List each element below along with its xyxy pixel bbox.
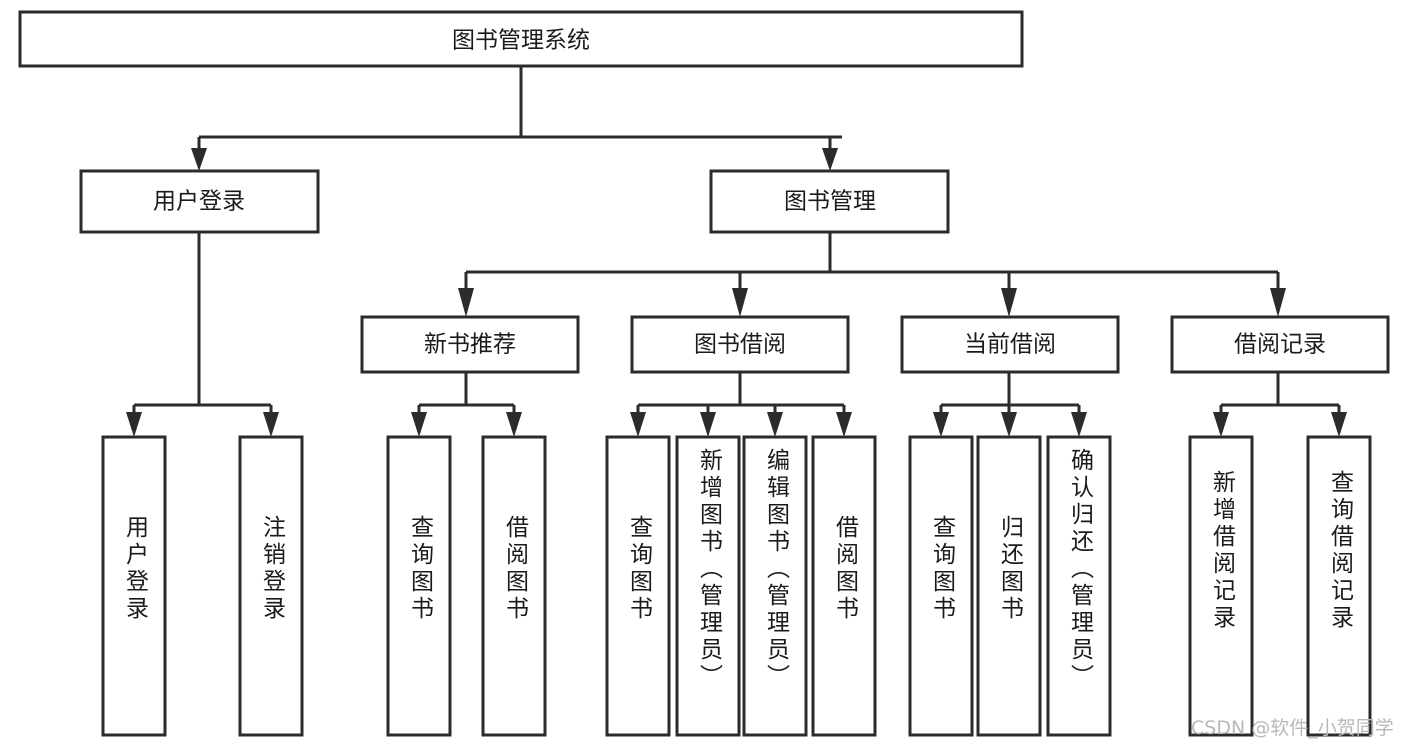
leaf-query-book-3-box[interactable] [908,435,974,737]
arrowhead-new-book-rec [458,288,474,317]
node-new-book-rec[interactable]: 新书推荐 [360,315,580,374]
node-current-borrow[interactable]: 当前借阅 [900,315,1120,374]
connector-bookborrow-to-leaves [630,372,852,437]
arrowhead-leaf-borrow-book-2 [836,412,852,437]
node-book-borrow-label: 图书借阅 [694,332,786,358]
node-borrow-record-box[interactable] [1170,315,1390,374]
leaf-logout[interactable]: 注销登录 [238,435,304,737]
leaf-add-record[interactable]: 新增借阅记录 [1188,435,1254,737]
leaf-query-book-3[interactable]: 查询图书 [908,435,974,737]
node-current-borrow-box[interactable] [900,315,1120,374]
node-root-label: 图书管理系统 [452,28,590,54]
leaf-query-book-1[interactable]: 查询图书 [386,435,452,737]
arrowhead-current-borrow [1001,288,1017,317]
leaf-edit-book-box[interactable] [742,435,808,737]
node-new-book-rec-box[interactable] [360,315,580,374]
arrowhead-leaf-query-book-1 [411,412,427,437]
connector-borrowrecord-to-leaves [1213,372,1347,437]
arrowhead-leaf-query-book-3 [933,412,949,437]
node-book-manage[interactable]: 图书管理 [709,169,950,234]
arrowhead-leaf-borrow-book-1 [506,412,522,437]
leaf-query-record-box[interactable] [1306,435,1372,737]
node-borrow-record[interactable]: 借阅记录 [1170,315,1390,374]
arrowhead-leaf-add-record [1213,412,1229,437]
arrowhead-borrow-record [1270,288,1286,317]
leaf-return-book[interactable]: 归还图书 [976,435,1042,737]
connector-currentborrow-to-leaves [933,372,1087,437]
node-root[interactable]: 图书管理系统 [18,10,1024,68]
leaf-query-book-2-label: 查询图书 [626,515,654,623]
leaf-borrow-book-1[interactable]: 借阅图书 [481,435,547,737]
node-user-login-box[interactable] [79,169,320,234]
node-book-manage-label: 图书管理 [784,189,876,215]
arrowhead-book-manage [822,148,838,171]
leaf-borrow-book-1-label: 借阅图书 [502,515,530,623]
arrowhead-leaf-user-login [126,412,142,437]
leaf-return-book-box[interactable] [976,435,1042,737]
leaf-borrow-book-2-box[interactable] [811,435,877,737]
node-user-login-label: 用户登录 [153,189,245,215]
arrowhead-leaf-confirm-return [1071,412,1087,437]
arrowhead-leaf-logout [263,412,279,437]
arrowhead-book-borrow [732,288,748,317]
leaf-query-book-1-box[interactable] [386,435,452,737]
leaf-query-record[interactable]: 查询借阅记录 [1306,435,1372,737]
leaf-add-book-label: 新增图书（管理员） [696,448,724,691]
arrowhead-leaf-edit-book [767,412,783,437]
leaf-edit-book-label: 编辑图书（管理员） [763,448,791,691]
node-book-borrow-box[interactable] [630,315,850,374]
leaf-query-record-label: 查询借阅记录 [1327,470,1355,632]
leaf-user-login[interactable]: 用户登录 [101,435,167,737]
arrowhead-leaf-query-book-2 [630,412,646,437]
node-borrow-record-label: 借阅记录 [1234,332,1326,358]
node-user-login[interactable]: 用户登录 [79,169,320,234]
leaf-add-book-box[interactable] [675,435,741,737]
connector-root-to-level2 [191,66,842,171]
leaf-add-record-box[interactable] [1188,435,1254,737]
leaf-query-book-2[interactable]: 查询图书 [605,435,671,737]
leaf-user-login-box[interactable] [101,435,167,737]
leaf-edit-book[interactable]: 编辑图书（管理员） [742,435,808,737]
leaf-confirm-return-box[interactable] [1046,435,1112,737]
arrowhead-leaf-query-record [1331,412,1347,437]
connector-userlogin-to-leaves [126,232,279,437]
node-book-borrow[interactable]: 图书借阅 [630,315,850,374]
connector-newbookrec-to-leaves [411,372,522,437]
leaf-logout-box[interactable] [238,435,304,737]
leaf-logout-label: 注销登录 [259,515,287,623]
leaf-confirm-return[interactable]: 确认归还（管理员） [1046,435,1112,737]
leaf-query-book-2-box[interactable] [605,435,671,737]
node-root-box[interactable] [18,10,1024,68]
leaf-query-book-1-label: 查询图书 [407,515,435,623]
leaf-borrow-book-2[interactable]: 借阅图书 [811,435,877,737]
leaf-return-book-label: 归还图书 [997,515,1025,623]
node-book-manage-box[interactable] [709,169,950,234]
arrowhead-leaf-add-book [700,412,716,437]
leaf-add-book[interactable]: 新增图书（管理员） [675,435,741,737]
node-current-borrow-label: 当前借阅 [964,332,1056,358]
arrowhead-leaf-return-book [1001,412,1017,437]
leaf-query-book-3-label: 查询图书 [929,515,957,623]
leaf-add-record-label: 新增借阅记录 [1209,470,1237,632]
arrowhead-user-login [191,148,207,171]
node-new-book-rec-label: 新书推荐 [424,332,516,358]
leaf-user-login-label: 用户登录 [122,515,150,623]
connector-bookmanage-to-level3 [458,232,1286,317]
leaf-confirm-return-label: 确认归还（管理员） [1067,448,1095,691]
leaf-borrow-book-1-box[interactable] [481,435,547,737]
leaf-borrow-book-2-label: 借阅图书 [832,515,860,623]
